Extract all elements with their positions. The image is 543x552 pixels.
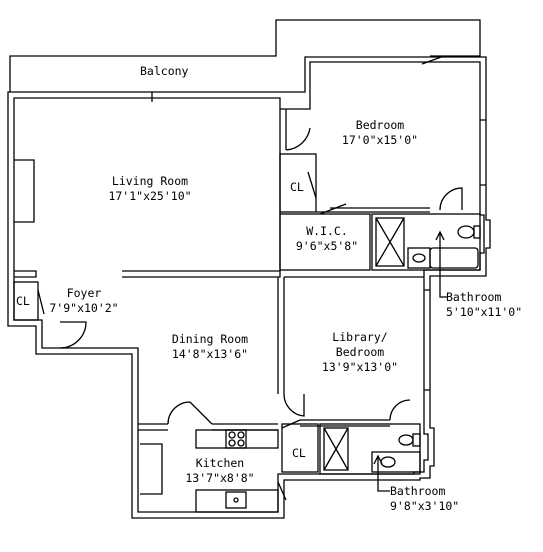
bathroom2-label: Bathroom 9'8"x3'10"	[390, 484, 459, 514]
outer-wall	[7, 56, 491, 519]
wall-library-bottom	[300, 419, 390, 427]
closet-kitchen-wall	[281, 423, 319, 473]
wic-dims: 9'6"x5'8"	[295, 239, 359, 253]
wic-wall	[279, 213, 371, 271]
library-name: Library/	[332, 330, 388, 344]
bathroom1-dims: 5'10"x11'0"	[446, 305, 523, 319]
bathroom1-wall	[371, 213, 481, 271]
vanity-1	[407, 247, 431, 269]
door-bedroom	[285, 127, 311, 151]
foyer-name: Foyer	[66, 286, 102, 300]
window-library	[424, 289, 430, 391]
door-bathroom2	[389, 399, 411, 421]
balcony-label: Balcony	[140, 64, 189, 78]
closet-kitchen-label: CL	[292, 446, 306, 460]
wic-label: W.I.C. 9'6"x5'8"	[282, 224, 372, 254]
closet-bedroom-wall	[279, 153, 317, 213]
toilet-1	[457, 225, 475, 239]
window-kitchen	[140, 443, 163, 495]
kitchen-label: Kitchen 13'7"x8'8"	[170, 456, 270, 486]
dining-room-name: Dining Room	[171, 332, 249, 346]
bathroom2-name: Bathroom	[390, 484, 446, 498]
wall-library-left	[277, 277, 285, 394]
bathroom1-name: Bathroom	[446, 290, 502, 304]
bedroom-label: Bedroom 17'0"x15'0"	[340, 118, 420, 148]
window-bedroom	[480, 119, 486, 186]
kitchen-dims: 13'7"x8'8"	[185, 471, 255, 485]
door-kitchen	[167, 401, 213, 425]
door-closet-bedroom	[307, 171, 317, 199]
door-wic	[319, 203, 347, 215]
stove	[225, 429, 247, 449]
door-balcony-right	[421, 55, 445, 65]
bedroom-name: Bedroom	[355, 118, 405, 132]
bathroom1-arrow	[439, 232, 448, 298]
dining-room-dims: 14'8"x13'6"	[171, 347, 249, 361]
balcony-outline	[9, 19, 481, 92]
bedroom-dims: 17'0"x15'0"	[341, 133, 419, 147]
kitchen-sink	[225, 491, 247, 509]
door-library	[283, 393, 305, 417]
foyer-label: Foyer 7'9"x10'2"	[44, 286, 124, 316]
bathroom2-dims: 9'8"x3'10"	[390, 499, 460, 513]
door-closet-kitchen	[281, 419, 301, 429]
bathroom2-arrow	[377, 456, 390, 492]
library-label: Library/ Bedroom 13'9"x13'0"	[310, 330, 410, 375]
bathtub-1	[429, 247, 479, 269]
wall-foyer-top	[14, 270, 37, 278]
closet-bedroom-label: CL	[290, 180, 304, 194]
inner-wall	[13, 61, 485, 513]
kitchen-counter-bottom	[195, 489, 279, 513]
bathroom2-wall	[319, 423, 421, 475]
foyer-dims: 7'9"x10'2"	[49, 301, 119, 315]
wall-bedroom-bottom	[316, 207, 430, 213]
kitchen-counter-top	[195, 429, 279, 449]
closet-foyer-wall	[13, 281, 39, 321]
door-foyer-closet	[37, 289, 45, 315]
wall-living-dining	[122, 270, 281, 278]
vanity-2	[371, 451, 421, 473]
kitchen-name: Kitchen	[195, 456, 245, 470]
dining-room-label: Dining Room 14'8"x13'6"	[155, 332, 265, 362]
door-kitchen-side	[277, 481, 287, 501]
shower-1	[375, 217, 405, 267]
door-bathroom1	[439, 187, 463, 211]
library-dims: 13'9"x13'0"	[321, 360, 399, 374]
wic-name: W.I.C.	[306, 224, 348, 238]
wall-kitchen-top	[138, 423, 278, 431]
bathroom1-label: Bathroom 5'10"x11'0"	[446, 290, 522, 320]
window-living	[14, 159, 35, 223]
shower-2	[323, 427, 349, 471]
living-room-dims: 17'1"x25'10"	[108, 189, 192, 203]
library-name2: Bedroom	[335, 345, 385, 359]
living-room-label: Living Room 17'1"x25'10"	[95, 174, 205, 204]
door-entry	[59, 321, 87, 349]
closet-foyer-label: CL	[16, 294, 30, 308]
living-room-name: Living Room	[111, 174, 189, 188]
toilet-2	[398, 434, 414, 446]
